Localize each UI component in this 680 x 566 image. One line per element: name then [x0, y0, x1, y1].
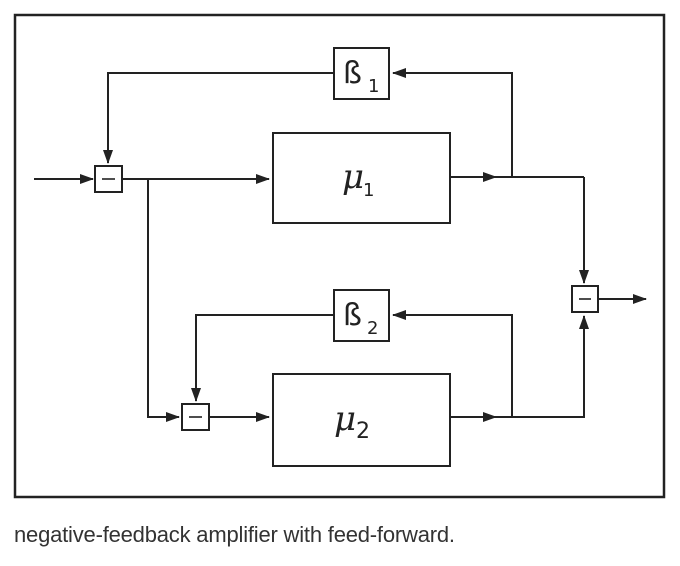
mu2-to-output-summer-arrow — [496, 315, 589, 418]
beta2-symbol: ß — [343, 298, 362, 333]
summer-output — [571, 285, 599, 313]
diagram-frame — [13, 13, 666, 499]
block-diagram: ß 1 μ 1 ß 2 μ 2 — [13, 13, 666, 499]
mu1-to-beta1-arrow — [392, 68, 513, 177]
mu1-block: μ 1 — [272, 132, 451, 224]
mu1-symbol: μ — [342, 157, 364, 197]
summer-2 — [181, 403, 210, 431]
beta2-subscript: 2 — [367, 318, 378, 339]
beta1-to-summer1-arrow — [103, 72, 334, 164]
beta1-subscript: 1 — [368, 76, 379, 97]
mu2-to-beta2-arrow — [392, 310, 513, 417]
beta2-to-summer2-arrow — [191, 314, 334, 402]
summer-1 — [94, 165, 123, 193]
figure-caption: negative-feedback amplifier with feed-fo… — [14, 522, 455, 547]
mu2-symbol: μ — [334, 399, 356, 439]
beta1-block: ß 1 — [333, 47, 390, 100]
mu2-block: μ 2 — [272, 373, 451, 467]
feedforward-to-summer2-arrow — [147, 179, 180, 422]
beta2-block: ß 2 — [333, 289, 390, 342]
mu1-subscript: 1 — [363, 180, 374, 201]
beta1-symbol: ß — [343, 56, 362, 91]
mu2-subscript: 2 — [356, 419, 370, 444]
